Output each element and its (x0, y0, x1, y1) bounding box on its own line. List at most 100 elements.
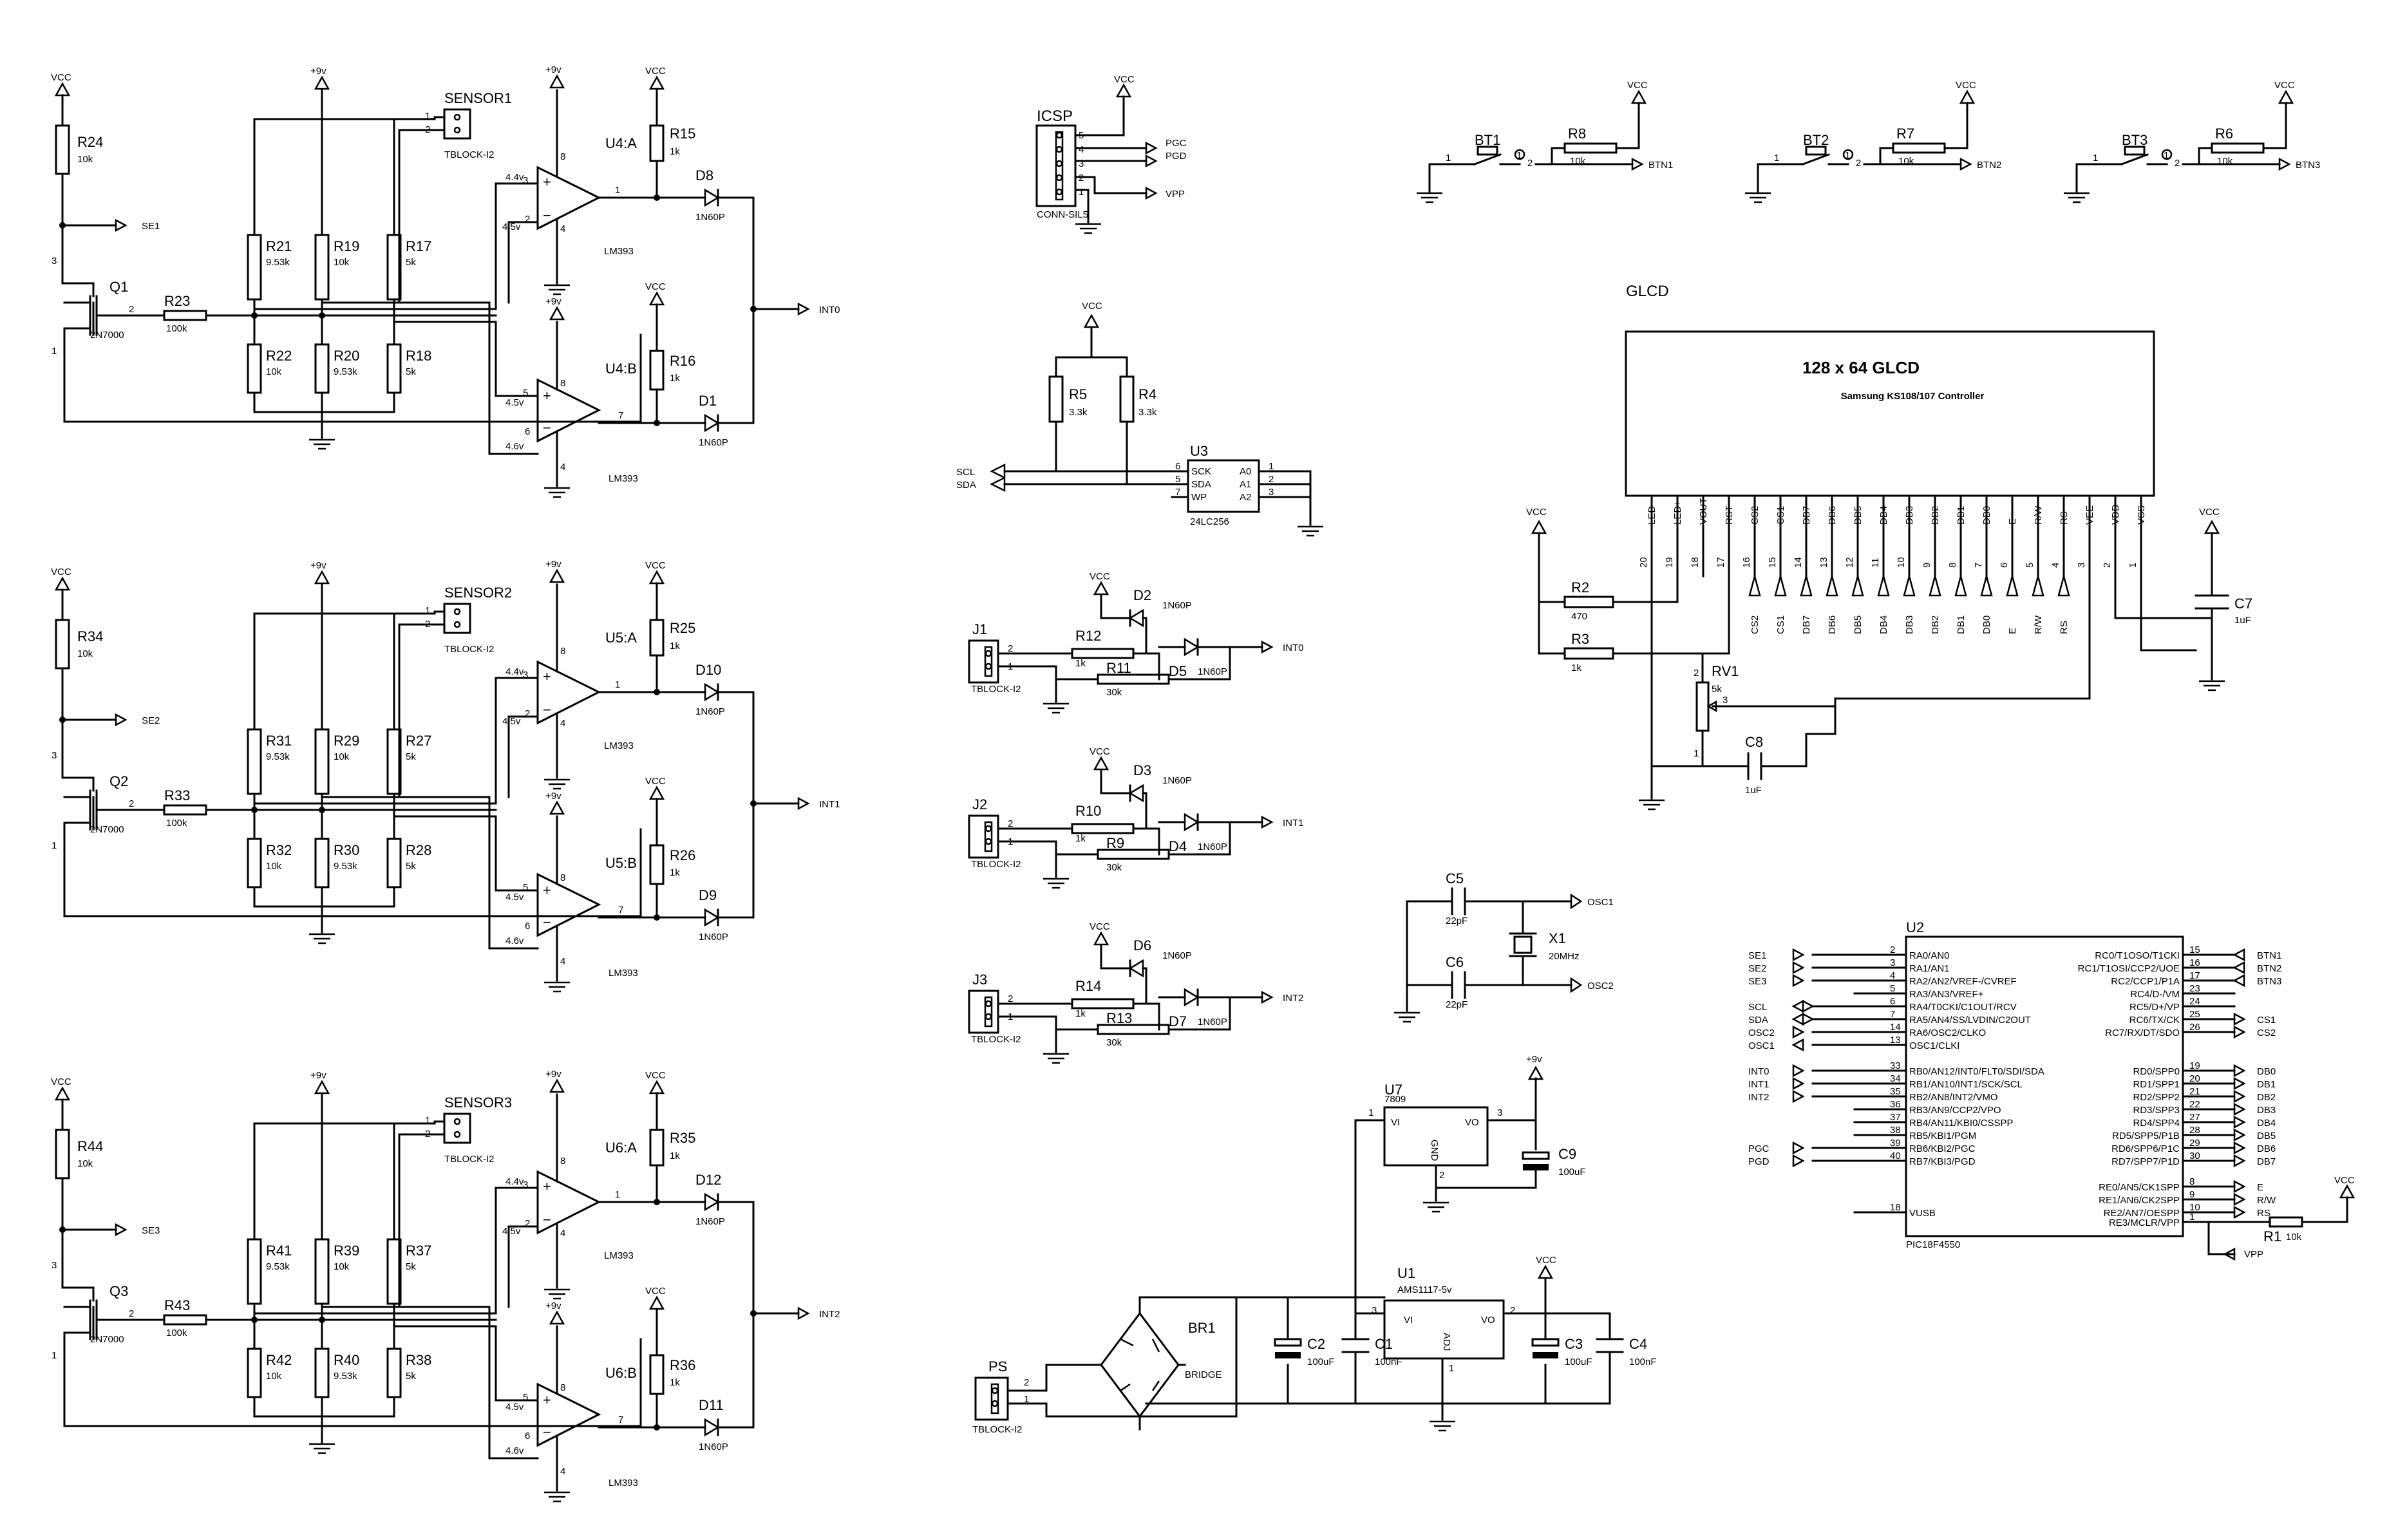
resistor (314, 1348, 330, 1398)
vcc-arrow (314, 570, 330, 585)
jack-pin (985, 662, 992, 670)
net-arrow (1792, 1089, 1805, 1103)
bridge-part: BRIDGE (1185, 1369, 1222, 1380)
diode (704, 1418, 720, 1437)
mcu-left-pin: RA3/AN3/VREF+ (1909, 989, 1984, 1000)
resistor (649, 844, 665, 885)
diode (704, 682, 720, 702)
vcc-arrow (54, 576, 71, 591)
wire (253, 1396, 395, 1418)
q-pin2: 2 (129, 304, 134, 315)
net-arrow (1261, 815, 1274, 829)
vcc-arrow (314, 1080, 330, 1094)
wire (1142, 967, 1147, 1005)
resistor (163, 1314, 207, 1326)
wire (488, 1306, 539, 1460)
ground-symbol (1043, 702, 1069, 714)
jack-pin (985, 1013, 992, 1020)
vcc-label: VCC (645, 1286, 666, 1297)
bus-arrow (1826, 573, 1838, 597)
ladder-res-bottom-value: 10k (266, 366, 282, 377)
bidir-arrow (1791, 1012, 1815, 1026)
ladder-res-top: R39 (334, 1243, 359, 1259)
mcu-left-num: 5 (1890, 983, 1895, 994)
diode-a-part: 1N60P (695, 1216, 725, 1227)
opamp (536, 1170, 601, 1235)
button-name: BT2 (1803, 132, 1829, 148)
eeprom-sda: SDA (956, 480, 976, 491)
opamp-b-v46: 4.6v (505, 1445, 524, 1456)
q-pin2: 2 (129, 1308, 134, 1319)
button-contact (1514, 149, 1525, 160)
opamp-b-pin8: 8 (560, 1382, 565, 1393)
mcu-right-pin: RD1/SPP1 (2133, 1079, 2180, 1090)
ladder-res-bottom: R20 (334, 348, 359, 364)
jack-pin (985, 825, 992, 832)
mcu-pic18f4550: U2 PIC18F4550 RA0/AN02SE1RA1/AN13SE2RA2/… (1748, 919, 2355, 1261)
net-arrow (2233, 1205, 2246, 1219)
mcu-right-net: BTN2 (2257, 963, 2281, 974)
q-name: Q3 (109, 1283, 128, 1299)
c3-val: 100uF (1565, 1357, 1592, 1367)
vcc-label: VCC (645, 776, 666, 787)
ladder-res-bottom-value: 5k (406, 1371, 416, 1382)
vcc-label: +9v (545, 791, 562, 802)
ladder-res-bottom: R42 (266, 1352, 292, 1368)
opamp-b-pin7: 7 (618, 1414, 623, 1425)
glcd-pin-num: 17 (1715, 557, 1726, 568)
net-arrow (115, 713, 127, 727)
u7-pin1: 1 (1368, 1107, 1373, 1118)
sensor-block: VCCR4410kSE33Q32N700021R43100kR419.53kR4… (51, 1069, 840, 1503)
mcu-right-pin: RC7/RX/DT/SDO (2105, 1028, 2180, 1038)
jack-signal-diode: D7 (1169, 1013, 1187, 1029)
osc-c6-val: 22pF (1446, 999, 1468, 1010)
ladder-res-bottom: R40 (334, 1352, 359, 1368)
q-name: Q1 (109, 279, 128, 295)
icsp-pin (1055, 160, 1063, 167)
opamp-a-part: LM393 (604, 246, 634, 257)
osc-c5: C5 (1446, 870, 1464, 887)
opamp-b-pin8: 8 (560, 378, 565, 389)
pullup-a-name: R25 (670, 620, 695, 636)
diode-a-name: D8 (695, 167, 713, 183)
diode-b-name: D1 (699, 393, 717, 409)
bidir-arrow (1791, 999, 1815, 1013)
diode (704, 908, 720, 927)
u7-vi: VI (1391, 1117, 1400, 1128)
sensor-pin1: 1 (425, 605, 430, 616)
jack-signal-diode: D4 (1169, 838, 1187, 854)
se-net: SE3 (142, 1225, 160, 1236)
wire (253, 391, 395, 413)
vcc-label: VCC (1956, 80, 1976, 91)
wire (253, 1396, 395, 1418)
wire (1132, 821, 1231, 856)
mcu-left-net: OSC2 (1748, 1028, 1775, 1038)
mcu-right-num: 8 (2189, 1176, 2195, 1187)
jack-signal-part: 1N60P (1198, 666, 1227, 677)
diode (704, 1192, 720, 1212)
pullup-a-name: R35 (670, 1130, 695, 1146)
wire (253, 1396, 395, 1418)
opamp-b-pin7: 7 (618, 905, 623, 916)
icsp-pin (1055, 188, 1063, 196)
pullup-a-value: 1k (670, 146, 680, 157)
mcu-left-pin: RB6/KBI2/PGC (1909, 1143, 1976, 1154)
opamp-minus: − (543, 1212, 551, 1228)
net-arrow (2233, 1089, 2246, 1103)
vcc-label: +9v (545, 1301, 562, 1311)
junction (251, 312, 258, 319)
ladder-res-top-value: 9.53k (266, 257, 290, 268)
opamp-plus: + (543, 174, 551, 190)
mcu-right-num: 29 (2189, 1138, 2200, 1149)
jack-series-value: 1k (1075, 833, 1086, 844)
vcc-arrow (549, 306, 565, 321)
button-res-value: 10k (2217, 156, 2233, 167)
eeprom-left-num: 7 (1175, 487, 1180, 498)
mcu-left-num: 18 (1890, 1202, 1901, 1213)
opamp-a-v45: 4.5v (502, 716, 521, 727)
button-pin2: 2 (2175, 158, 2180, 169)
icsp-pin-num: 1 (1079, 187, 1084, 198)
